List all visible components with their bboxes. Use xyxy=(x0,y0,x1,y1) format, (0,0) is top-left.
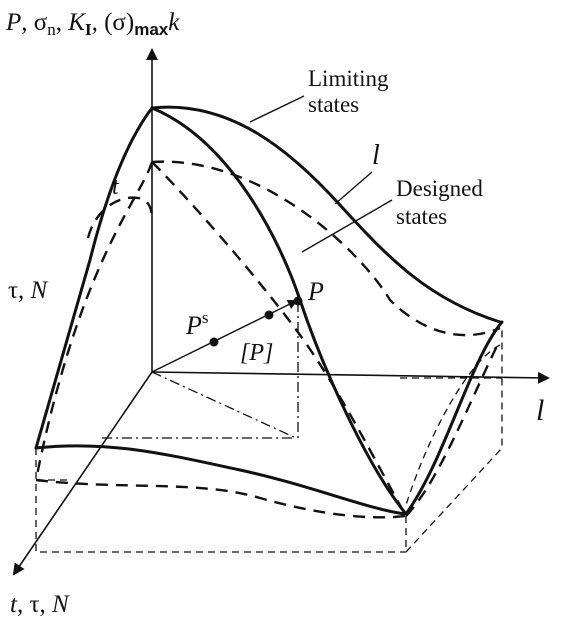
limiting-states-label-line2: states xyxy=(308,92,359,117)
side-label-n: N xyxy=(30,277,49,304)
vertical-axis-label: P, σn, KI, (σ)maxk xyxy=(5,9,180,39)
designed-states-front-curve xyxy=(35,478,407,519)
vertical-label-i-sub: I xyxy=(85,20,92,39)
load-path-vector xyxy=(151,300,298,373)
side-axis-label: τ, N xyxy=(8,277,49,304)
l-curve-leader xyxy=(334,171,373,205)
limiting-states-leader xyxy=(249,95,305,123)
vertical-label-p: P xyxy=(5,9,21,36)
base-plane-front-edge xyxy=(35,448,406,553)
p-label: P xyxy=(307,277,324,306)
vertical-label-max-sub: max xyxy=(134,20,169,39)
depth-label-rest: , τ, xyxy=(17,591,52,617)
vertical-label-k2: k xyxy=(168,9,180,36)
vertical-label-sep1: , σ xyxy=(21,9,48,36)
vertical-label-k: K xyxy=(67,9,86,36)
limiting-states-label-line1: Limiting xyxy=(308,66,389,91)
designed-states-back-curve xyxy=(151,161,408,517)
point-p-allowable xyxy=(264,310,274,320)
designed-states-left-curve xyxy=(34,161,154,481)
limiting-states-left-curve xyxy=(34,106,154,450)
base-plane-corner xyxy=(405,326,503,554)
limiting-states-top-curve xyxy=(150,105,502,324)
vertical-label-n-sub: n xyxy=(47,20,56,39)
vertical-label-sep2: , xyxy=(56,9,69,36)
ps-label-base: P xyxy=(185,311,202,340)
ps-label: Ps xyxy=(185,308,209,340)
t-curve-dashed xyxy=(86,196,154,239)
horizontal-axis-label: l xyxy=(536,394,544,427)
p-allowable-label: [P] xyxy=(240,340,273,366)
depth-axis xyxy=(12,371,153,576)
l-curve-label: l xyxy=(372,140,380,171)
ps-label-sup: s xyxy=(202,308,209,327)
vertical-label-sep3: , (σ) xyxy=(92,9,135,36)
projection-line-diagonal xyxy=(151,371,297,439)
point-ps xyxy=(209,337,219,347)
depth-label-t: t xyxy=(10,591,18,617)
limiting-states-right-curve xyxy=(404,320,504,516)
t-curve-label: t xyxy=(112,174,120,200)
depth-label-n: N xyxy=(51,591,70,617)
designed-states-label-line2: states xyxy=(396,204,447,229)
designed-states-leader xyxy=(301,199,393,253)
horizontal-axis xyxy=(151,371,550,384)
designed-states-label-line1: Designed xyxy=(396,176,483,201)
limiting-states-front-curve xyxy=(34,444,408,516)
point-p xyxy=(293,296,303,306)
side-label-tau: τ, xyxy=(8,277,31,304)
inner-dashed-curve xyxy=(405,344,501,506)
depth-axis-label: t, τ, N xyxy=(10,591,70,617)
